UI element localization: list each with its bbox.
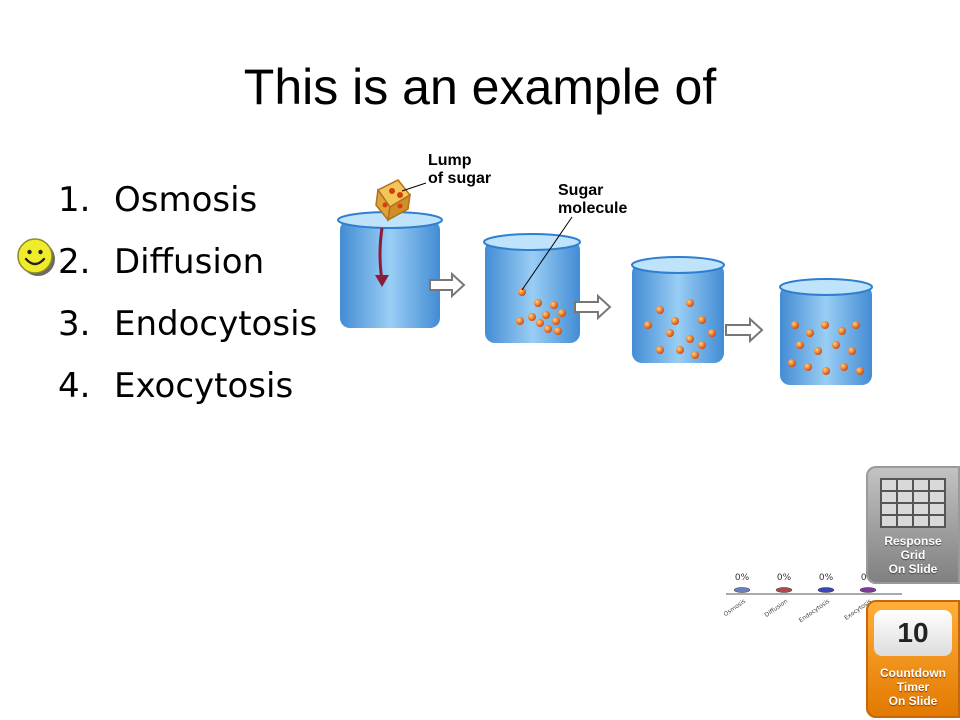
choice-label: Osmosis — [114, 180, 258, 220]
choice-label: Exocytosis — [114, 366, 294, 406]
chart-bar-base — [817, 587, 835, 593]
choice-number: 3. — [58, 304, 91, 344]
smiley-face-icon — [17, 238, 55, 276]
choice-item: 4. Exocytosis — [58, 364, 317, 426]
chart-category-label: Osmosis — [724, 598, 747, 618]
chart-value-label: 0% — [735, 573, 750, 583]
beaker-1 — [337, 211, 443, 328]
sugar-cube — [375, 179, 412, 222]
response-chart: 0%Osmosis0%Diffusion0%Endocytosis0%Exocy… — [724, 573, 902, 624]
choice-number: 2. — [58, 242, 91, 282]
choice-label: Diffusion — [114, 242, 265, 282]
choice-item: 2. Diffusion — [58, 240, 317, 302]
chart-category-label: Endocytosis — [798, 598, 831, 624]
arrow-right-icon — [725, 316, 764, 344]
countdown-timer-button[interactable]: 10 Countdown Timer On Slide — [866, 600, 960, 718]
countdown-value: 10 — [874, 610, 952, 656]
grid-icon — [880, 478, 946, 528]
chart-bar-base — [733, 587, 751, 593]
countdown-timer-label: Countdown Timer On Slide — [880, 666, 946, 708]
answer-choices: 1. Osmosis 2. Diffusion 3. Endocytosis 4. Ex… — [58, 178, 317, 426]
choice-number: 1. — [58, 180, 91, 220]
choice-item: 1. Osmosis — [58, 178, 317, 240]
chart-value-label: 0% — [777, 573, 792, 583]
chart-category-label: Diffusion — [763, 598, 789, 619]
beaker-4 — [779, 278, 873, 385]
chart-value-label: 0% — [819, 573, 834, 583]
choice-number: 4. — [58, 366, 91, 406]
response-grid-button[interactable]: Response Grid On Slide — [866, 466, 960, 584]
slide-title: This is an example of — [243, 59, 717, 115]
beaker-2 — [483, 233, 581, 343]
response-grid-label: Response Grid On Slide — [884, 534, 942, 576]
chart-bar-base — [859, 587, 877, 593]
choice-label: Endocytosis — [114, 304, 318, 344]
beaker-3 — [631, 256, 725, 363]
chart-bar-base — [775, 587, 793, 593]
choice-item: 3. Endocytosis — [58, 302, 317, 364]
arrow-right-icon — [574, 293, 612, 321]
arrow-right-icon — [429, 271, 466, 299]
